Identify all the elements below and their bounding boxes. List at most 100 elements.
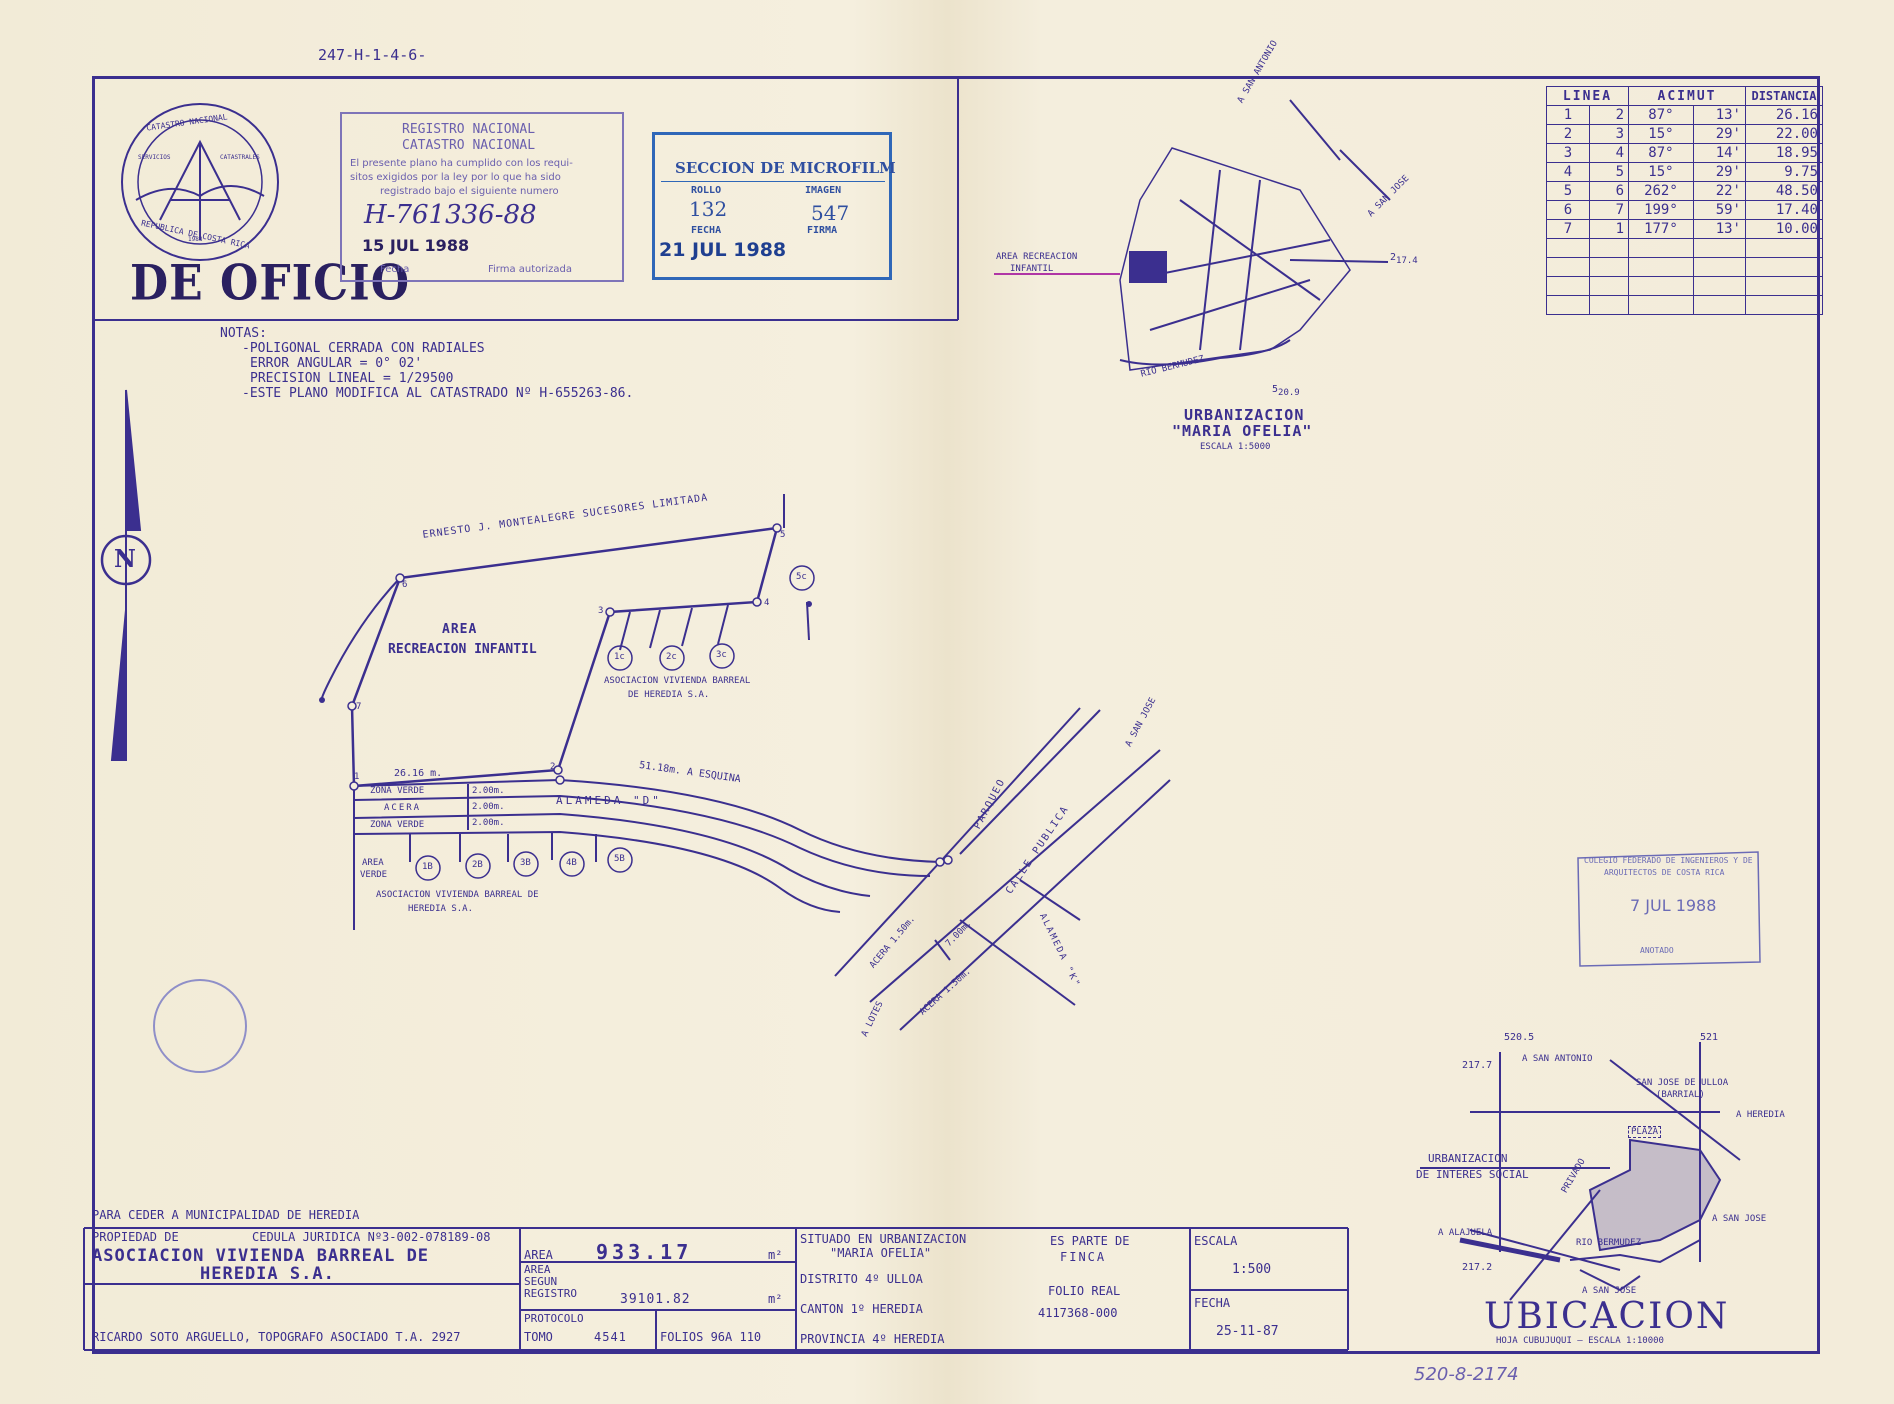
distance-empty-cell (1745, 238, 1823, 258)
col-linea: LINEA (1546, 86, 1629, 106)
loc-marker-2-sub: 20.9 (1278, 388, 1300, 398)
lot-5c: 5c (796, 572, 807, 582)
seal-left-text: SERVICIOS (138, 154, 171, 161)
colegio-date: 7 JUL 1988 (1630, 896, 1717, 915)
provincia: PROVINCIA 4º HEREDIA (800, 1332, 945, 1346)
rollo-value: 132 (689, 197, 728, 221)
lot-3b: 3B (520, 858, 531, 868)
loc-marker-2: 520.9 (1272, 384, 1300, 398)
distance-cell-b: 7 (1589, 200, 1629, 220)
ubic-c3-num: 2 (1462, 1060, 1469, 1071)
folios-value: FOLIOS 96A 110 (660, 1330, 762, 1344)
area-unit: m² (768, 1248, 783, 1262)
distance-empty-cell (1589, 238, 1629, 258)
distance-empty-row (1546, 276, 1823, 296)
sheet-reference: 247-H-1-4-6- (318, 46, 427, 64)
area-segun-unit: m² (768, 1292, 783, 1306)
distance-empty-cell (1692, 276, 1747, 296)
distance-cell-deg: 87° (1628, 143, 1694, 163)
folio-real-value: 4117368-000 (1038, 1306, 1118, 1320)
ubic-c2-num: 5 (1700, 1032, 1707, 1043)
microfilm-stamp: SECCION DE MICROFILM ROLLO IMAGEN 132 54… (652, 132, 896, 280)
distance-cell-b: 1 (1589, 219, 1629, 239)
imagen-value: 547 (811, 201, 850, 225)
distance-cell-a: 3 (1546, 143, 1590, 163)
acera-label: ACERA (384, 803, 422, 813)
distance-cell-b: 3 (1589, 124, 1629, 144)
distance-empty-cell (1692, 257, 1747, 277)
area-title-2: RECREACION INFANTIL (388, 642, 537, 657)
area-value: 933.17 (596, 1240, 693, 1264)
lot-5b: 5B (614, 854, 625, 864)
distance-empty-cell (1589, 276, 1629, 296)
registro-firma-label: Firma autorizada (488, 264, 573, 275)
distance-cell-a: 6 (1546, 200, 1590, 220)
width-3: 2.00m. (472, 818, 505, 828)
distance-empty-cell (1745, 295, 1823, 315)
distance-cell-dist: 10.00 (1745, 219, 1823, 239)
lot-4b: 4B (566, 858, 577, 868)
loc-title-1: URBANIZACION (1184, 406, 1305, 424)
loc-marker-1: 217.4 (1390, 252, 1418, 266)
distance-cell-deg: 262° (1628, 181, 1694, 201)
cedula-juridica: CEDULA JURIDICA Nº3-002-078189-08 (252, 1230, 491, 1244)
dist-1-2-label: 26.16 m. (394, 768, 443, 779)
zona-verde-1: ZONA VERDE (370, 786, 425, 796)
vertex-1: 1 (354, 772, 360, 782)
ubic-c1-num: 5 (1504, 1032, 1511, 1043)
assoc-bottom-1: ASOCIACION VIVIENDA BARREAL DE (376, 890, 539, 900)
colegio-line-2: ARQUITECTOS DE COSTA RICA (1604, 868, 1725, 877)
area-verde-2: VERDE (360, 870, 388, 880)
ubic-c3-sub: 17.7 (1468, 1060, 1493, 1071)
distance-cell-a: 1 (1546, 105, 1590, 125)
distance-cell-a: 5 (1546, 181, 1590, 201)
loc-scale: ESCALA 1:5000 (1200, 442, 1271, 452)
vertex-4: 4 (764, 598, 770, 608)
zona-verde-2: ZONA VERDE (370, 820, 425, 830)
lot-1b: 1B (422, 862, 433, 872)
ubic-c1: 520.5 (1504, 1032, 1534, 1043)
ubic-san-jose-right: A SAN JOSE (1712, 1214, 1767, 1224)
distance-empty-cell (1628, 276, 1694, 296)
area-segun-1: AREA (524, 1263, 551, 1276)
distance-empty-cell (1546, 257, 1590, 277)
owner-name-2: HEREDIA S.A. (200, 1264, 335, 1284)
ubic-san-jose-ulloa-2: (BARRIAL) (1656, 1090, 1705, 1100)
distance-empty-cell (1745, 276, 1823, 296)
distance-empty-row (1546, 295, 1823, 315)
loc-marker-1-sub: 17.4 (1396, 256, 1418, 266)
area-segun-2: SEGUN (524, 1275, 558, 1288)
imagen-label: IMAGEN (805, 185, 842, 196)
vertex-5: 5 (780, 530, 786, 540)
width-2: 2.00m. (472, 802, 505, 812)
es-parte-1: ES PARTE DE (1050, 1234, 1130, 1248)
tomo-label: TOMO (524, 1330, 553, 1344)
ubic-c4: 217.2 (1462, 1262, 1492, 1273)
col-acimut: ACIMUT (1628, 86, 1746, 106)
ubic-c3: 217.7 (1462, 1060, 1492, 1071)
tomo-value: 4541 (594, 1330, 627, 1344)
lot-2b: 2B (472, 860, 483, 870)
ubic-rio: RIO BERMUDEZ (1576, 1238, 1642, 1248)
distance-empty-cell (1546, 276, 1590, 296)
distance-cell-dist: 9.75 (1745, 162, 1823, 182)
lot-1c: 1c (614, 652, 625, 662)
note-line-3: PRECISION LINEAL = 1/29500 (250, 371, 454, 386)
distance-cell-a: 4 (1546, 162, 1590, 182)
note-line-1: -POLIGONAL CERRADA CON RADIALES (242, 341, 485, 356)
notes-block: NOTAS: -POLIGONAL CERRADA CON RADIALES E… (220, 326, 633, 401)
distance-cell-a: 2 (1546, 124, 1590, 144)
registro-fecha-label: Fecha (380, 264, 410, 275)
assoc-bottom-2: HEREDIA S.A. (408, 904, 474, 914)
vertex-7: 7 (356, 702, 362, 712)
situado-2: "MARIA OFELIA" (830, 1246, 932, 1260)
distance-cell-min: 29' (1692, 162, 1747, 182)
seal-year: 1988 (188, 236, 203, 243)
alameda-d-label: ALAMEDA "D" (556, 794, 662, 807)
distance-empty-row (1546, 238, 1823, 258)
